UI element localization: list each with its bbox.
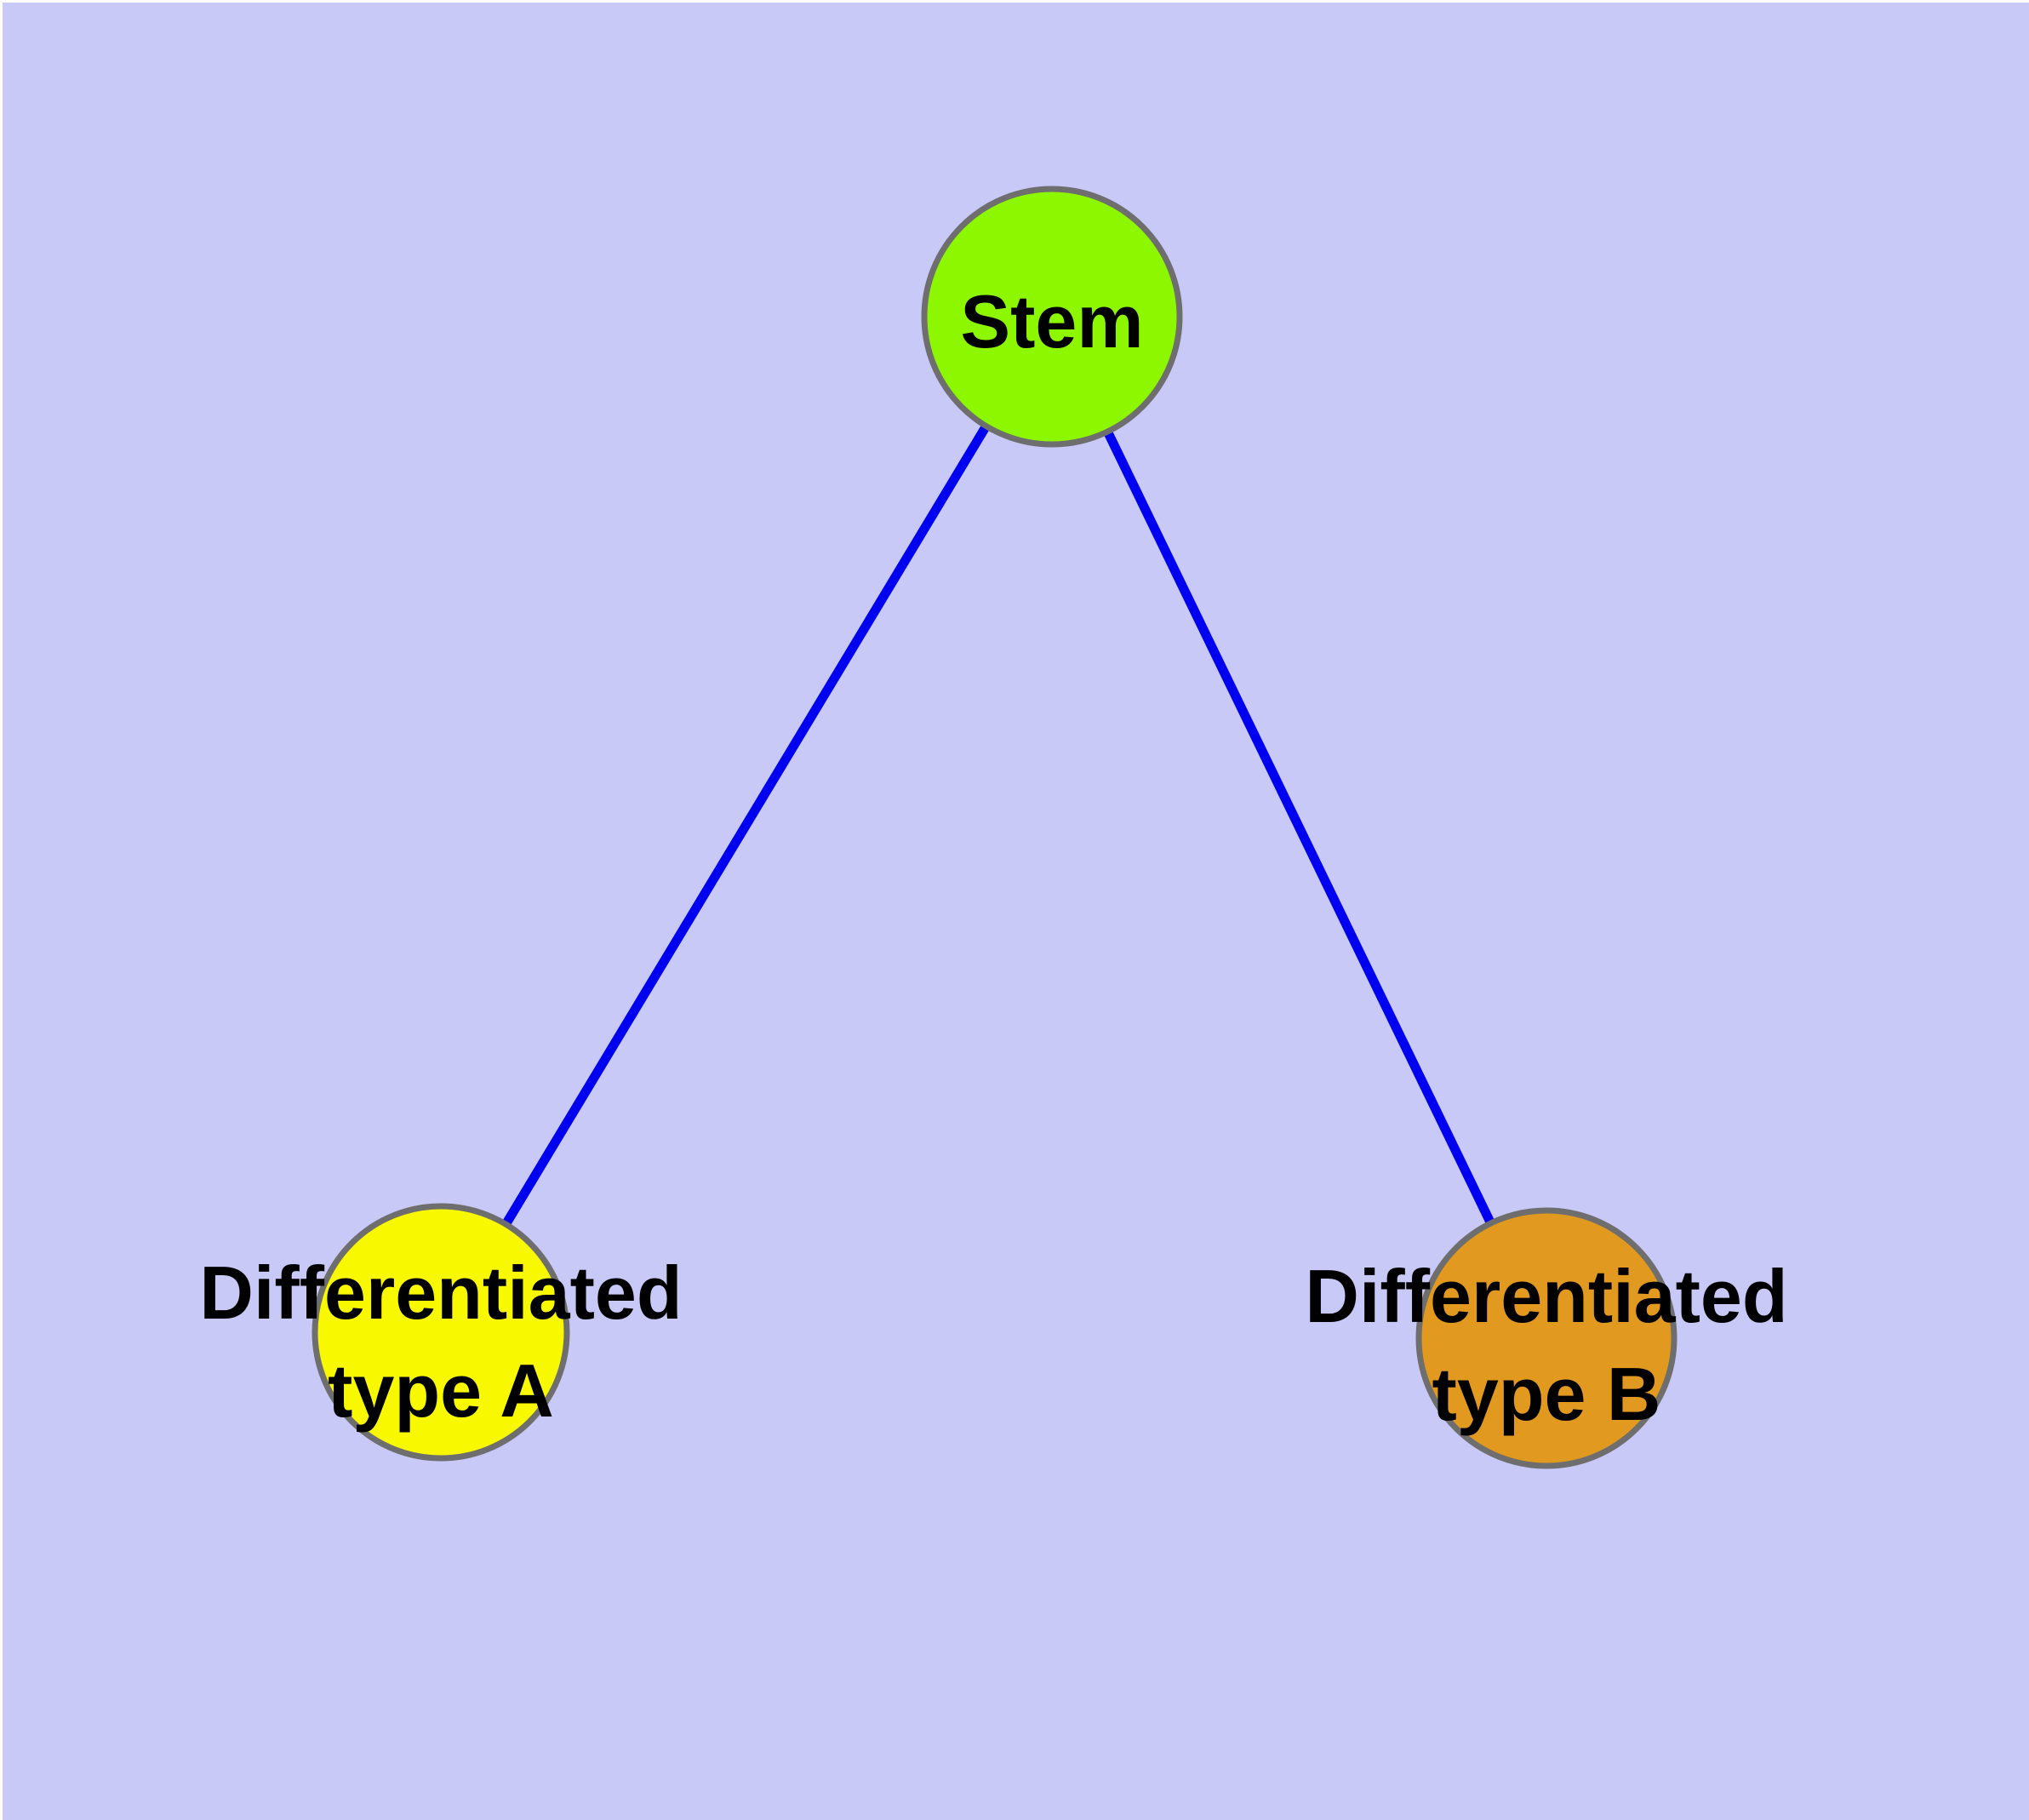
node-type-b-label-line-1: Differentiated [1305,1254,1787,1338]
node-type-b-circle [1415,1207,1677,1469]
node-stem-circle [921,186,1183,448]
node-type-b-label-line-2: type B [1432,1352,1661,1436]
edge-stem-to-type-a [437,314,1056,1335]
node-type-a-label-line-1: Differentiated [199,1251,682,1335]
node-stem-label: Stem [960,279,1143,363]
edge-stem-to-type-b [1048,314,1551,1341]
node-type-a-circle [311,1203,570,1462]
node-type-a-label-line-2: type A [328,1348,554,1433]
